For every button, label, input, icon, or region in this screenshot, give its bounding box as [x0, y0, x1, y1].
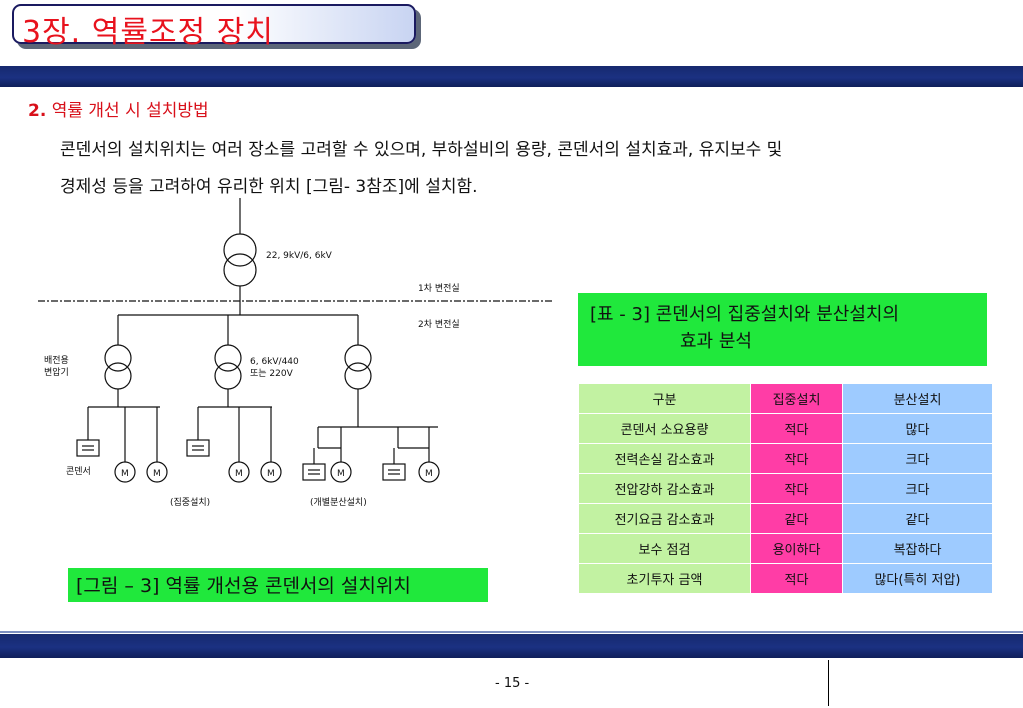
table-cell: 적다 — [750, 563, 843, 594]
table-caption-line-2: 효과 분석 — [680, 331, 752, 352]
substation-1-label: 1차 변전실 — [418, 282, 460, 294]
table-cell: 전압강하 감소효과 — [578, 473, 751, 504]
comparison-table: 구분 집중설치 분산설치 콘덴서 소요용량 적다 많다 전력손실 감소효과 작다… — [578, 383, 993, 594]
table-cell: 작다 — [750, 473, 843, 504]
paragraph-line-2: 경제성 등을 고려하여 유리한 위치 [그림- 3참조]에 설치함. — [60, 177, 478, 197]
main-transformer-upper-coil — [223, 233, 257, 267]
table-cell: 복잡하다 — [842, 533, 993, 564]
table-row: 보수 점검 용이하다 복잡하다 — [578, 533, 993, 564]
distribution-transformer-upper-coil — [104, 344, 132, 372]
distribution-transformer-lower-coil — [344, 362, 372, 390]
capacitor-symbol — [186, 439, 210, 457]
motor-label: M — [267, 469, 275, 479]
table-cell: 작다 — [750, 443, 843, 474]
motor-label: M — [425, 469, 433, 479]
table-cell: 적다 — [750, 413, 843, 444]
distribution-transformer-upper-coil — [214, 344, 242, 372]
table-cell: 용이하다 — [750, 533, 843, 564]
table-cell: 같다 — [750, 503, 843, 534]
individual-installation-label: (개별분산설치) — [310, 496, 367, 508]
capacitor-symbol — [76, 439, 100, 457]
motor-label: M — [121, 469, 129, 479]
motor-label: M — [153, 469, 161, 479]
table-cell: 많다 — [842, 413, 993, 444]
footer-band — [0, 634, 1023, 658]
capacitor-label: 콘덴서 — [66, 466, 91, 477]
table-cell: 보수 점검 — [578, 533, 751, 564]
motor-symbol — [114, 461, 136, 483]
voltage-label-secondary-line2: 또는 220V — [250, 368, 294, 379]
capacitor-symbol — [302, 463, 326, 481]
table-cell: 콘덴서 소요용량 — [578, 413, 751, 444]
motor-symbol — [228, 461, 250, 483]
footer-vertical-line — [828, 660, 829, 706]
header-central: 집중설치 — [750, 383, 843, 414]
capacitor-symbol — [382, 463, 406, 481]
section-title: 역률 개선 시 설치방법 — [51, 101, 209, 121]
distribution-transformer-lower-coil — [214, 362, 242, 390]
distribution-transformer-lower-coil — [104, 362, 132, 390]
table-caption: [표 - 3] 콘덴서의 집중설치와 분산설치의 효과 분석 — [578, 293, 987, 366]
motor-symbol — [330, 461, 352, 483]
motor-label: M — [337, 469, 345, 479]
table-caption-line-1: [표 - 3] 콘덴서의 집중설치와 분산설치의 — [590, 304, 899, 325]
table-cell: 크다 — [842, 473, 993, 504]
page-number: - 15 - — [495, 676, 530, 691]
figure-caption: [그림 – 3] 역률 개선용 콘덴서의 설치위치 — [68, 568, 488, 602]
table-cell: 전력손실 감소효과 — [578, 443, 751, 474]
table-cell: 크다 — [842, 443, 993, 474]
motor-symbol — [418, 461, 440, 483]
section-heading: 2. 역률 개선 시 설치방법 — [28, 96, 209, 121]
header-category: 구분 — [578, 383, 751, 414]
table-cell: 같다 — [842, 503, 993, 534]
paragraph-line-1: 콘덴서의 설치위치는 여러 장소를 고려할 수 있으며, 부하설비의 용량, 콘… — [60, 140, 783, 160]
voltage-label-secondary-line1: 6, 6kV/440 — [250, 357, 299, 367]
central-installation-label: (집중설치) — [170, 496, 210, 508]
table-row: 전력손실 감소효과 작다 크다 — [578, 443, 993, 474]
motor-label: M — [235, 469, 243, 479]
table-cell: 전기요금 감소효과 — [578, 503, 751, 534]
main-transformer-lower-coil — [223, 253, 257, 287]
table-cell: 많다(특히 저압) — [842, 563, 993, 594]
table-row: 콘덴서 소요용량 적다 많다 — [578, 413, 993, 444]
motor-symbol — [260, 461, 282, 483]
transformer-label-line1: 배전용 — [44, 355, 69, 366]
table-row: 전기요금 감소효과 같다 같다 — [578, 503, 993, 534]
table-header-row: 구분 집중설치 분산설치 — [578, 383, 993, 414]
distribution-transformer-upper-coil — [344, 344, 372, 372]
voltage-label-main: 22, 9kV/6, 6kV — [266, 251, 333, 261]
title-box: 3장. 역률조정 장치 — [12, 4, 416, 50]
table-row: 초기투자 금액 적다 많다(특히 저압) — [578, 563, 993, 594]
page-title: 3장. 역률조정 장치 — [22, 15, 274, 50]
motor-symbol — [146, 461, 168, 483]
table-cell: 초기투자 금액 — [578, 563, 751, 594]
footer-divider — [0, 631, 1023, 633]
transformer-label-line2: 변압기 — [44, 366, 69, 378]
table-row: 전압강하 감소효과 작다 크다 — [578, 473, 993, 504]
substation-2-label: 2차 변전실 — [418, 318, 460, 330]
section-number: 2. — [28, 101, 47, 121]
header-distributed: 분산설치 — [842, 383, 993, 414]
header-band — [0, 66, 1023, 87]
